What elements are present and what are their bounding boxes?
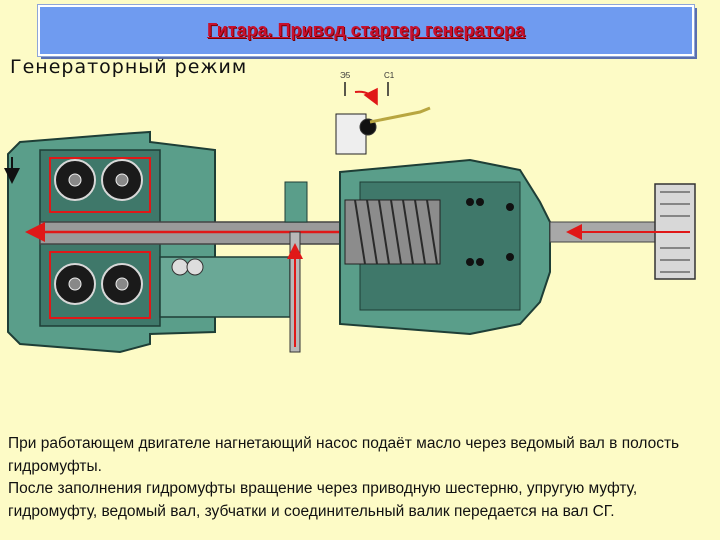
slide-title: Гитара. Привод стартер генератора — [206, 20, 526, 40]
terminal-label-e5: Э5 — [340, 71, 351, 80]
pump-gear-left — [171, 258, 189, 276]
bearing-ball-2 — [476, 198, 484, 206]
bearings — [466, 198, 514, 266]
coupling-oil-flow-bottom — [49, 251, 151, 319]
top-fitting — [284, 181, 308, 223]
terminal-label-c1: С1 — [384, 71, 395, 80]
starter-generator-drive-diagram: Э5 С1 — [4, 71, 696, 354]
bearing-ball-1 — [466, 198, 474, 206]
helical-gear-teeth — [354, 199, 438, 265]
bearing-ball-5 — [506, 203, 514, 211]
bearing-ball-3 — [466, 258, 474, 266]
coupling-oil-flow-top — [49, 157, 151, 213]
turbine-hub-top-right — [115, 173, 129, 187]
mode-subtitle: Генераторный режим — [10, 56, 248, 78]
flange-teeth — [660, 191, 690, 273]
description-paragraph-1: При работающем двигателе нагнетающий нас… — [8, 435, 680, 475]
switch-arrow — [354, 87, 378, 106]
title-bar: Гитара. Привод стартер генератора — [38, 5, 694, 56]
pump-gears — [171, 258, 204, 276]
bearing-ball-4 — [476, 258, 484, 266]
turbine-hub-top-left — [68, 173, 82, 187]
solenoid-switch — [335, 113, 367, 155]
turbine-hub-bottom-left — [68, 277, 82, 291]
description-text: При работающем двигателе нагнетающий нас… — [8, 433, 716, 523]
pump-gear-right — [186, 258, 204, 276]
turbine-hub-bottom-right — [115, 277, 129, 291]
control-lever — [369, 106, 431, 124]
description-paragraph-2: После заполнения гидромуфты вращение чер… — [8, 480, 638, 520]
turbine-hubs — [68, 173, 129, 291]
bearing-ball-6 — [506, 253, 514, 261]
